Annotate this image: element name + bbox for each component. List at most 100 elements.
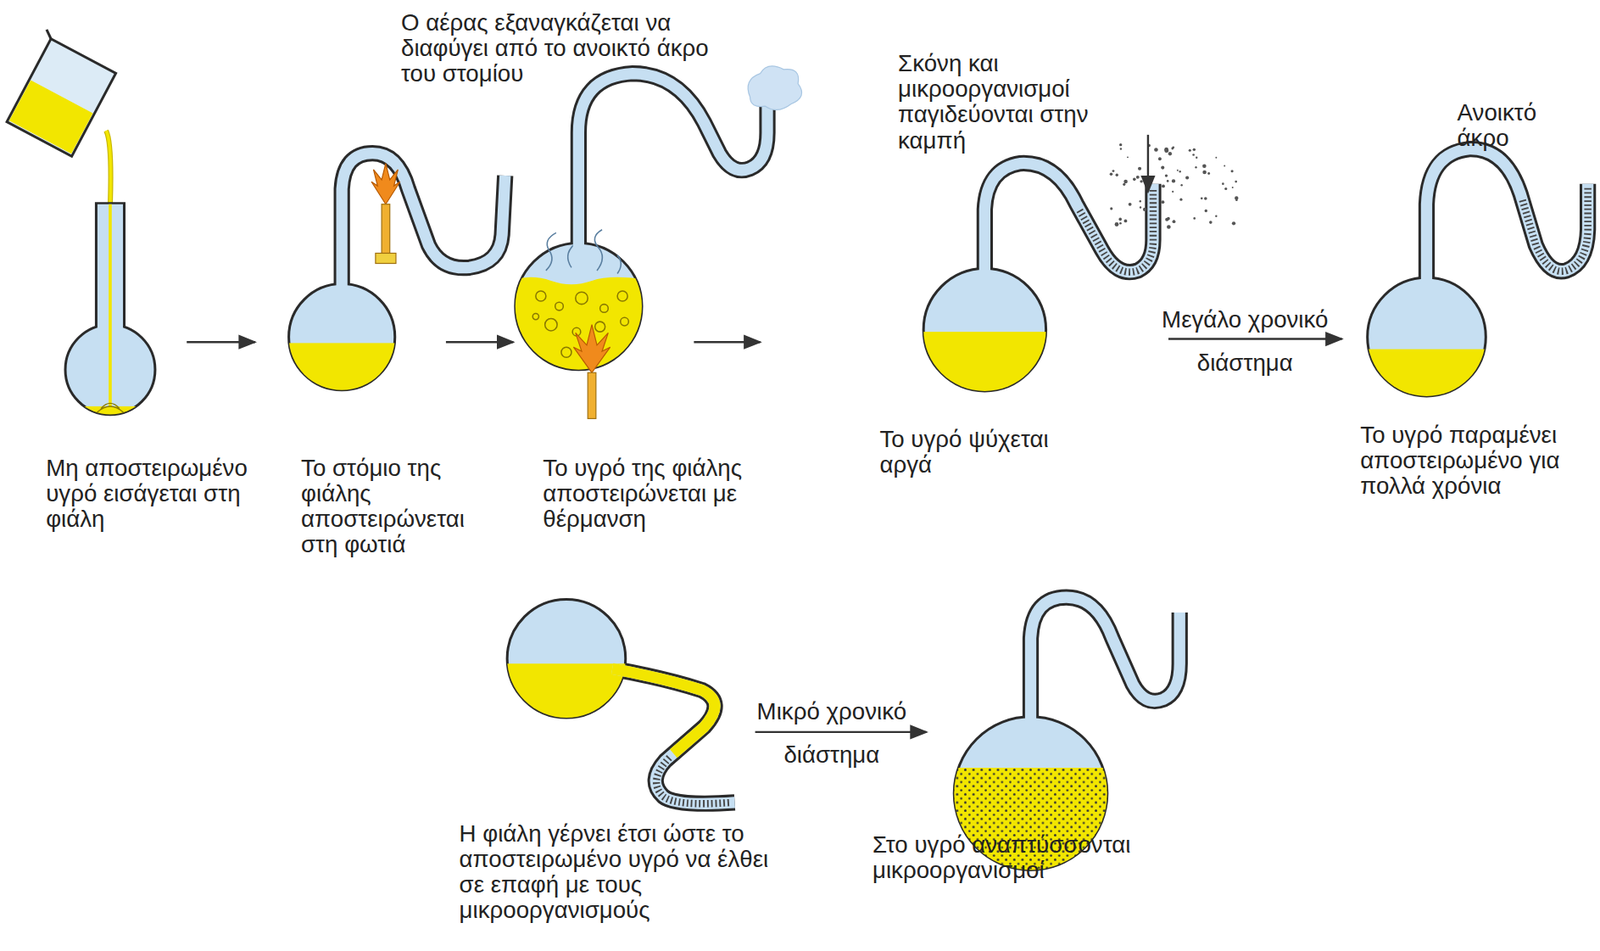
dust-particles: [1124, 219, 1128, 223]
flask: [1522, 187, 1589, 271]
flask: [545, 317, 558, 330]
callout-label: Σκόνη και μικροοργανισμοί παγιδεύονται σ…: [897, 50, 1108, 153]
flask: [1362, 149, 1589, 411]
dust-particles: [1119, 143, 1122, 146]
dust-particles: [1109, 172, 1114, 177]
flask: [341, 153, 506, 296]
dust-particles: [1180, 183, 1182, 186]
flask: [918, 162, 1154, 403]
dust-particles: [1161, 183, 1166, 188]
flask: [612, 668, 735, 803]
dust-particles: [1179, 170, 1182, 173]
flask: [984, 162, 1154, 275]
callout-label: Ανοικτό άκρο: [1457, 100, 1570, 151]
step-arrow: [755, 730, 927, 733]
dust-particles: [1171, 190, 1174, 193]
flask: [612, 668, 715, 753]
dust-particles: [1215, 156, 1217, 159]
flask: [575, 291, 588, 304]
dust-particles: [1223, 165, 1226, 168]
steam-cloud: [747, 66, 802, 110]
dust-particles: [1139, 200, 1142, 202]
step-arrow: [186, 340, 256, 343]
dust-particles: [1160, 200, 1165, 204]
dust-particles: [1234, 180, 1238, 184]
dust-particles: [1166, 224, 1171, 229]
dust-particles: [1142, 207, 1147, 212]
dust-particles: [1119, 222, 1122, 225]
flask: [578, 73, 768, 251]
dust-particles: [1207, 172, 1210, 175]
flask: [1031, 596, 1181, 723]
dust-particles: [1109, 143, 1239, 229]
flame: [381, 204, 391, 256]
dust-particles: [1232, 186, 1234, 189]
dust-particles: [1118, 217, 1122, 222]
flask: [1362, 349, 1495, 411]
flask: [578, 73, 768, 251]
dust-particles: [1192, 153, 1195, 157]
dust-particles: [1165, 173, 1168, 177]
dust-particles: [1235, 199, 1238, 201]
flask: [600, 304, 609, 313]
dust-particles: [1204, 209, 1208, 212]
flask: [285, 342, 398, 404]
dust-particles: [1160, 166, 1165, 170]
beaker: [44, 29, 55, 40]
dust-particles: [1179, 198, 1182, 201]
dust-particles: [1195, 156, 1198, 158]
step-caption: Το υγρό της φιάλης αποστειρώνεται με θέρ…: [542, 455, 788, 532]
dust-particles: [1154, 147, 1159, 152]
flask: [918, 331, 1051, 403]
dust-particles: [1185, 175, 1189, 179]
flask: [1426, 149, 1588, 282]
flask: [500, 598, 736, 803]
step-caption: Η φιάλη γέρνει έτσι ώστε το αποστειρωμέν…: [459, 820, 776, 923]
dust-particles: [1202, 170, 1207, 175]
flame: [371, 163, 401, 205]
flame: [573, 324, 610, 419]
flask: [617, 290, 628, 302]
dust-particles: [1168, 151, 1172, 156]
flask: [61, 201, 163, 427]
flask: [341, 153, 506, 296]
dust-particles: [1171, 178, 1176, 183]
flask: [96, 402, 123, 413]
dust-particles: [1115, 173, 1119, 177]
dust-particles: [1126, 156, 1129, 158]
dust-particles: [1158, 156, 1162, 161]
flask: [617, 255, 621, 274]
flask: [594, 229, 603, 271]
dust-particles: [1132, 178, 1137, 182]
time-label: Μεγάλο χρονικό διάστημα: [1142, 297, 1348, 384]
dust-particles: [1231, 169, 1234, 173]
flame: [375, 252, 396, 263]
flask: [984, 162, 1154, 275]
flask: [510, 277, 653, 379]
dust-particles: [1114, 222, 1120, 227]
dust-particles: [1215, 215, 1217, 218]
dust-particles: [1170, 147, 1174, 151]
dust-particles: [1109, 206, 1113, 210]
flask: [1031, 596, 1181, 723]
dust-particles: [1202, 164, 1207, 169]
flask: [561, 346, 572, 357]
flask: [61, 406, 163, 427]
dust-particles: [1123, 179, 1128, 184]
dust-particles: [1139, 206, 1142, 208]
dust-particles: [1136, 175, 1140, 179]
dust-particles: [1209, 220, 1213, 224]
step-caption: Το υγρό ψύχεται αργά: [879, 426, 1059, 478]
dust-particles: [1166, 179, 1170, 183]
dust-particles: [1224, 187, 1227, 190]
dust-particles: [1188, 149, 1192, 152]
flask: [656, 757, 731, 803]
dust-particles: [1139, 179, 1143, 183]
dust-particles: [1176, 169, 1179, 172]
step-caption: Στο υγρό αναπτύσσονται μικροοργανισμοί: [872, 831, 1189, 883]
dust-particles: [1232, 221, 1236, 225]
dust-particles: [1164, 147, 1169, 152]
dust-particles: [1112, 169, 1115, 173]
flask: [555, 301, 564, 311]
